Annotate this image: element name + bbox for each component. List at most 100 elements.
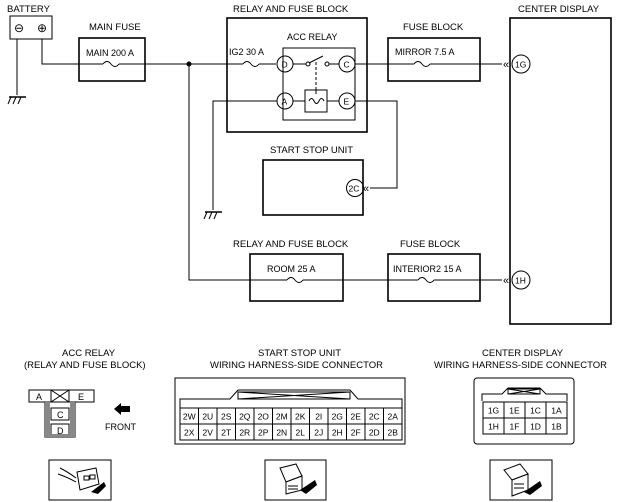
svg-text:1G: 1G [515, 60, 526, 70]
start-stop-pin-2d: 2D [369, 428, 380, 438]
start-stop-pin-2i: 2I [315, 412, 322, 422]
start-stop-pin-2u: 2U [202, 412, 213, 422]
battery-label: BATTERY [7, 4, 51, 15]
start-stop-pin-2w: 2W [183, 412, 196, 422]
start-stop-pin-2k: 2K [295, 412, 306, 422]
relay-ground-wire [212, 100, 277, 210]
center-display-pin-1f: 1F [510, 422, 520, 432]
svg-text:1H: 1H [515, 276, 526, 286]
svg-text:A: A [282, 97, 288, 107]
interior2-fuse-label: INTERIOR2 15 A [393, 264, 462, 274]
relay-block-title: RELAY AND FUSE BLOCK [233, 4, 349, 15]
center-display-pin-1d: 1D [530, 422, 541, 432]
main-fuse-symbol [102, 61, 120, 67]
svg-text:D: D [282, 60, 288, 70]
start-stop-pin-2e: 2E [351, 412, 362, 422]
center-display-pin-1a: 1A [551, 406, 562, 416]
acc-pin-e: E [78, 392, 84, 402]
start-stop-pin-2c: 2C [369, 412, 380, 422]
start-stop-connector-title: START STOP UNIT [258, 348, 341, 359]
center-display-connector-photo-icon [489, 459, 553, 501]
cd-connector-subtitle: WIRING HARNESS-SIDE CONNECTOR [434, 360, 607, 371]
relay-switch-contact [308, 55, 324, 64]
fuse-block-top-box [387, 37, 481, 82]
start-stop-connector-photo-icon [264, 459, 327, 501]
start-stop-pin-2v: 2V [203, 428, 214, 438]
battery-negative: ⊖ [14, 21, 24, 35]
start-stop-pin-2n: 2N [276, 428, 287, 438]
ig2-fuse-symbol [242, 61, 260, 67]
fuse-block-bottom-title: FUSE BLOCK [400, 239, 461, 250]
center-display-box [509, 17, 612, 325]
start-stop-pin-2a: 2A [388, 412, 399, 422]
start-stop-pin-2q: 2Q [239, 412, 251, 422]
room-fuse-label: ROOM 25 A [267, 264, 316, 274]
start-stop-pin-2s: 2S [221, 412, 232, 422]
acc-pin-c: C [57, 410, 64, 420]
center-display-pin-1g [511, 54, 531, 74]
center-display-title: CENTER DISPLAY [518, 4, 600, 15]
room-fuse-symbol [286, 277, 304, 283]
mirror-fuse-label: MIRROR 7.5 A [395, 47, 455, 57]
start-stop-pin-2p: 2P [258, 428, 269, 438]
acc-connector-subtitle: (RELAY AND FUSE BLOCK) [24, 360, 146, 371]
center-display-pin-1h [511, 270, 531, 290]
svg-text:E: E [344, 97, 350, 107]
start-stop-pin-2r: 2R [239, 428, 250, 438]
acc-pin-a: A [36, 392, 42, 402]
main-fuse-label: MAIN 200 A [86, 48, 134, 58]
center-display-pin-1g: 1G [488, 406, 499, 416]
battery-box [9, 15, 53, 40]
start-stop-pin-2g: 2G [332, 412, 343, 422]
center-display-pin-cell [545, 417, 568, 435]
center-display-pin-1e: 1E [509, 406, 520, 416]
relay-block-box [226, 17, 368, 133]
fuse-block-top-title: FUSE BLOCK [403, 22, 464, 33]
start-stop-pin-2t: 2T [221, 428, 231, 438]
start-stop-control-wire [355, 100, 398, 189]
start-stop-pin-2c [346, 179, 364, 197]
start-stop-connector-subtitle: WIRING HARNESS-SIDE CONNECTOR [210, 360, 383, 371]
interior2-fuse-symbol [417, 277, 435, 283]
ig2-fuse-label: IG2 30 A [229, 47, 264, 57]
start-stop-pin-grid: 2W 2U 2S 2Q 2O 2M 2K 2I 2G 2E 2C 2A 2X 2V 2T 2R 2P 2N 2L 2J… [179, 407, 403, 441]
start-stop-connector [174, 377, 406, 445]
start-stop-pin-2b: 2B [388, 428, 399, 438]
start-stop-title: START STOP UNIT [270, 145, 353, 156]
room-fuse-box [249, 253, 344, 302]
acc-relay-label: ACC RELAY [287, 32, 337, 42]
ground-symbol-battery [7, 96, 26, 105]
start-stop-pin-2o: 2O [258, 412, 270, 422]
front-label: FRONT [105, 422, 136, 432]
room-feed-wire [188, 64, 250, 281]
svg-text:2C: 2C [349, 184, 360, 194]
battery-positive: ⊕ [37, 21, 47, 35]
start-stop-pin-cell [383, 423, 403, 441]
center-display-pin-1c: 1C [530, 406, 541, 416]
battery-positive-wire [41, 39, 79, 65]
center-display-connector [473, 377, 575, 445]
acc-relay-box [282, 47, 356, 121]
acc-connector-photo-icon [48, 459, 112, 501]
start-stop-pin-2j: 2J [314, 428, 323, 438]
svg-text:«: « [503, 275, 509, 287]
main-fuse-box [78, 37, 146, 82]
svg-text:«: « [363, 183, 369, 195]
start-stop-pin-2l: 2L [296, 428, 306, 438]
start-stop-pin-2h: 2H [332, 428, 343, 438]
start-stop-pin-2m: 2M [276, 412, 288, 422]
main-fuse-title: MAIN FUSE [89, 22, 141, 33]
interior2-fuse-box [387, 253, 481, 302]
acc-relay-connector [28, 389, 95, 438]
front-arrow-icon [114, 403, 130, 415]
mirror-fuse-symbol [413, 61, 431, 67]
start-stop-pin-2f: 2F [351, 428, 361, 438]
start-stop-pin-2x: 2X [184, 428, 195, 438]
svg-text:C: C [344, 60, 350, 70]
cd-connector-title: CENTER DISPLAY [482, 348, 564, 359]
ground-symbol-relay [203, 211, 222, 220]
center-display-pin-1b: 1B [551, 422, 562, 432]
